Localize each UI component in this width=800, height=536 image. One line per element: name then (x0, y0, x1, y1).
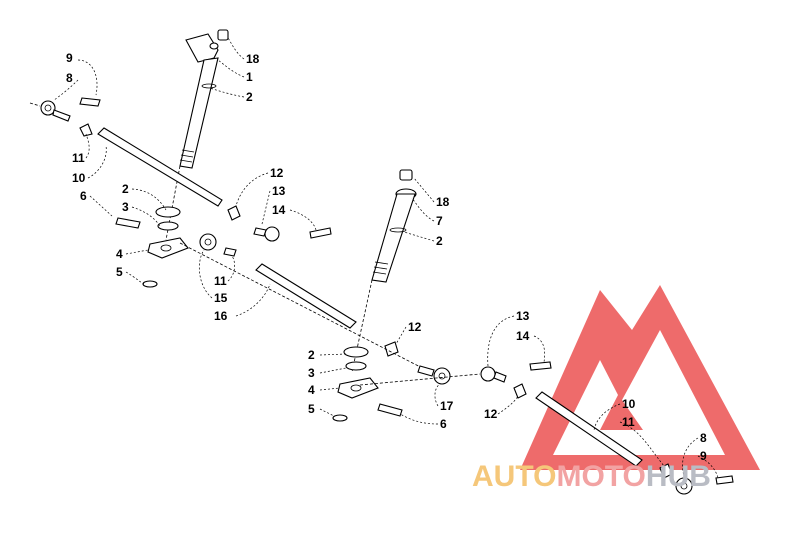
callout-9a: 9 (66, 51, 73, 65)
steering-post-2 (351, 169, 417, 373)
leader-lines (53, 37, 719, 479)
right-tie-rod (480, 361, 734, 495)
callout-7: 7 (436, 214, 443, 228)
callout-3a: 3 (122, 200, 129, 214)
callout-2a: 2 (246, 90, 253, 104)
callout-9b: 9 (700, 449, 707, 463)
callout-6b: 6 (440, 417, 447, 431)
watermark-text: AUTOMOTOHUB (472, 460, 711, 493)
callout-5a: 5 (116, 265, 123, 279)
callout-12a: 12 (270, 166, 284, 180)
steering-post-1 (165, 29, 229, 241)
callout-2c: 2 (436, 234, 443, 248)
upper-ball-joint (253, 226, 332, 242)
callout-13b: 13 (516, 309, 530, 323)
watermark-logo (520, 285, 760, 470)
callout-4a: 4 (116, 247, 123, 261)
callout-12b: 12 (408, 320, 422, 334)
pitman-arm-2 (332, 346, 403, 422)
callout-4b: 4 (308, 383, 315, 397)
callout-18b: 18 (436, 195, 450, 209)
callout-14a: 14 (272, 203, 286, 217)
callout-12c: 12 (484, 407, 498, 421)
long-tie-rod (179, 233, 431, 373)
callout-17: 17 (440, 399, 454, 413)
callout-6a: 6 (80, 189, 87, 203)
callout-2b: 2 (122, 182, 129, 196)
callout-8b: 8 (700, 431, 707, 445)
callout-11b: 11 (214, 274, 227, 288)
center-ball-joint (359, 365, 481, 386)
callout-labels: 9 8 11 10 18 1 2 2 3 6 4 5 12 13 14 11 1… (66, 51, 707, 463)
watermark-moto: MOTO (556, 460, 645, 493)
callout-5b: 5 (308, 402, 315, 416)
callout-10b: 10 (622, 397, 636, 411)
callout-2d: 2 (308, 348, 315, 362)
watermark-auto: AUTO (472, 460, 556, 493)
callout-8a: 8 (66, 71, 73, 85)
callout-10a: 10 (72, 171, 86, 185)
callout-18a: 18 (246, 52, 260, 66)
callout-11a: 11 (72, 151, 85, 165)
callout-15: 15 (214, 291, 228, 305)
pitman-arm-1 (115, 206, 189, 288)
callout-11c: 11 (622, 415, 635, 429)
svg-text:AUTOMOTOHUB: AUTOMOTOHUB (472, 460, 711, 493)
callout-16: 16 (214, 309, 228, 323)
callout-14b: 14 (516, 329, 530, 343)
callout-13a: 13 (272, 184, 286, 198)
watermark-hub: HUB (646, 460, 711, 493)
callout-3b: 3 (308, 366, 315, 380)
upper-tie-rod (29, 97, 241, 221)
callout-1: 1 (246, 70, 253, 84)
